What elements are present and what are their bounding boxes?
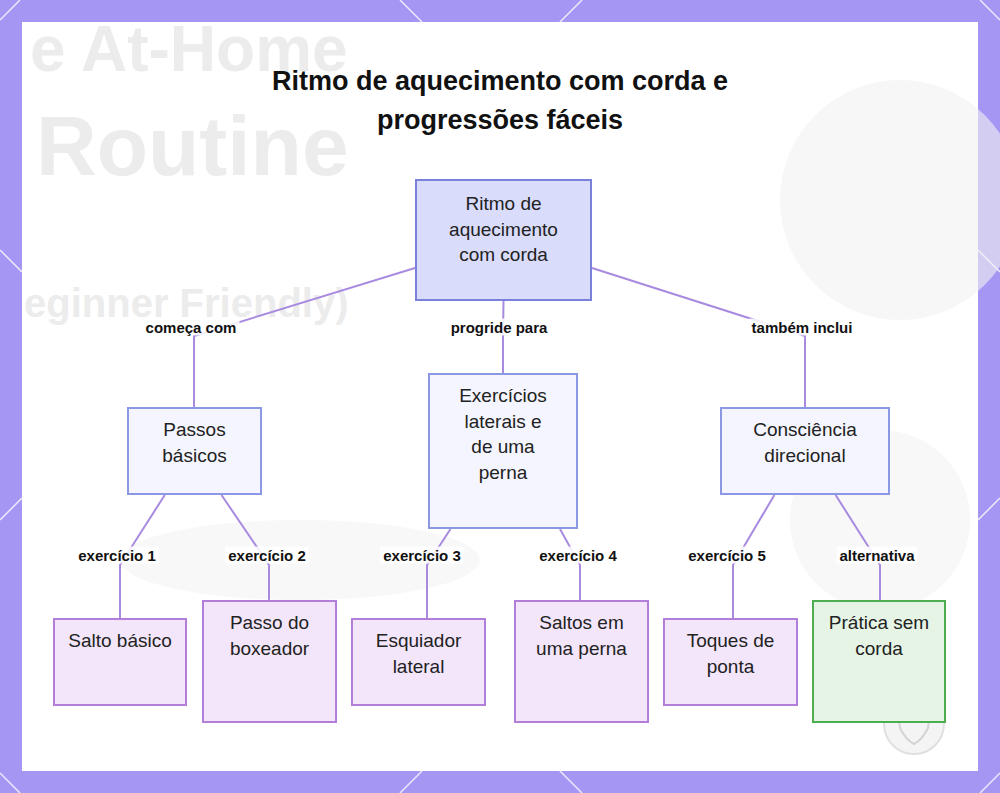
edge-label: alternativa bbox=[836, 547, 917, 564]
connector-line bbox=[560, 529, 580, 600]
edge-label: exercício 5 bbox=[685, 547, 769, 564]
node-label: Saltos em uma perna bbox=[530, 610, 633, 661]
node-label: Passo do boxeador bbox=[214, 610, 325, 661]
node-label: Prática sem corda bbox=[824, 610, 934, 661]
concept-box: Salto básico bbox=[53, 618, 187, 706]
node-label: Exercícios laterais e de uma perna bbox=[452, 383, 554, 485]
diagram-title: Ritmo de aquecimento com corda e progres… bbox=[210, 62, 790, 140]
node-label: Esquiador lateral bbox=[363, 628, 474, 679]
edge-label: exercício 4 bbox=[536, 547, 620, 564]
concept-box: Passo do boxeador bbox=[202, 600, 337, 723]
concept-box: Toques de ponta bbox=[663, 618, 798, 706]
concept-box: Prática sem corda bbox=[812, 600, 946, 723]
edge-label: começa com bbox=[143, 319, 240, 336]
node-label: Ritmo de aquecimento com corda bbox=[435, 191, 572, 268]
root-box: Ritmo de aquecimento com corda bbox=[415, 179, 592, 301]
node-label: Consciência direcional bbox=[732, 417, 878, 468]
concept-box: Passos básicos bbox=[127, 407, 262, 495]
node-label: Passos básicos bbox=[139, 417, 250, 468]
connector-line bbox=[592, 268, 805, 407]
edge-label: exercício 2 bbox=[225, 547, 309, 564]
concept-box: Consciência direcional bbox=[720, 407, 890, 495]
edge-label: também inclui bbox=[749, 319, 856, 336]
edge-label: progride para bbox=[448, 319, 551, 336]
edge-label: exercício 1 bbox=[75, 547, 159, 564]
concept-box: Saltos em uma perna bbox=[514, 600, 649, 723]
edge-label: exercício 3 bbox=[380, 547, 464, 564]
concept-box: Esquiador lateral bbox=[351, 618, 486, 706]
node-label: Salto básico bbox=[65, 628, 175, 654]
watermark-text: Routine bbox=[36, 98, 349, 195]
connector-line bbox=[502, 301, 505, 373]
connector-line bbox=[427, 529, 451, 618]
concept-box: Exercícios laterais e de uma perna bbox=[428, 373, 578, 529]
node-label: Toques de ponta bbox=[675, 628, 786, 679]
